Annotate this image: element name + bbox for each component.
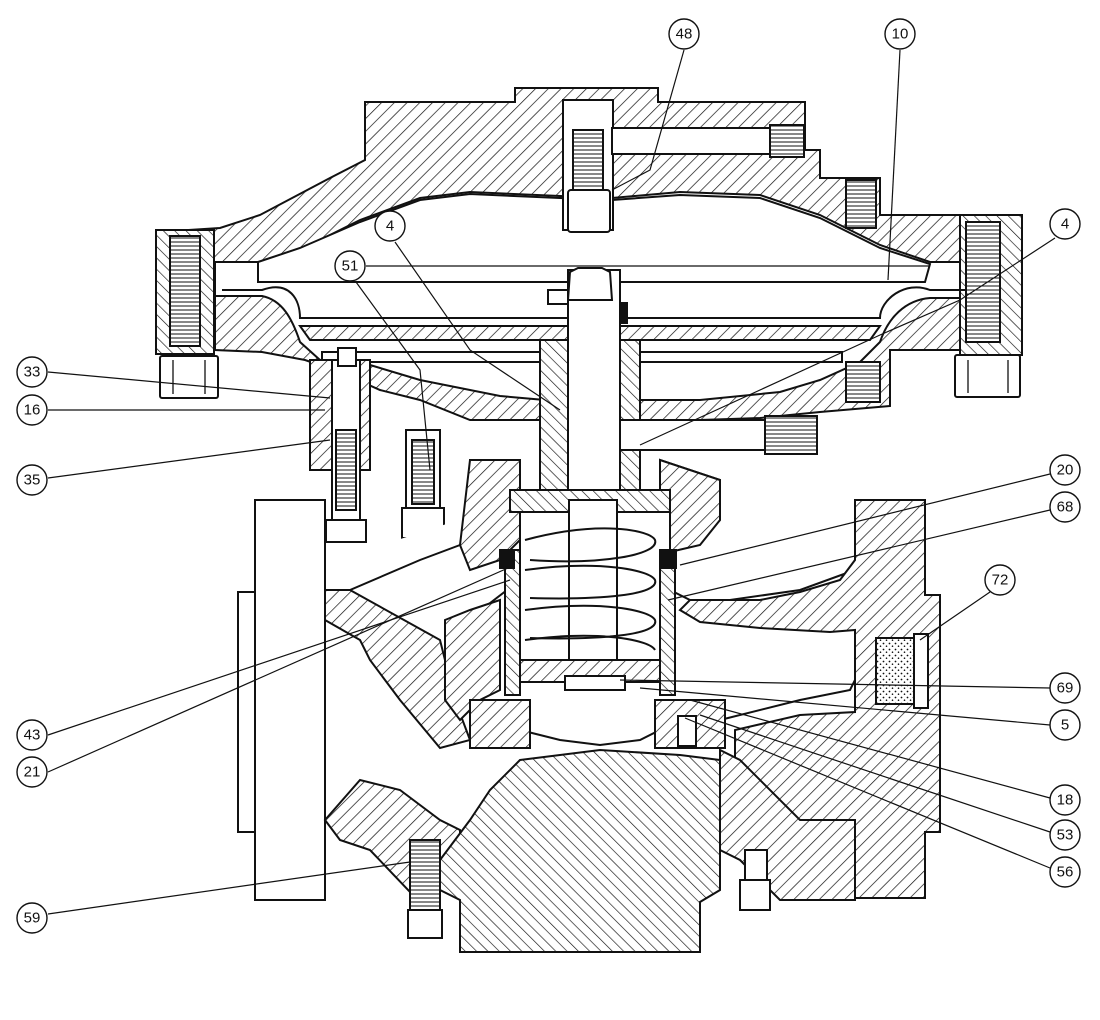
leader-line	[667, 509, 1051, 601]
callout-5: 5	[639, 687, 1081, 741]
callout-bubble	[1049, 819, 1081, 851]
bottom-cap	[407, 748, 771, 953]
callout-number: 4	[1061, 216, 1069, 233]
leader-line	[47, 567, 509, 773]
callout-4: 4	[374, 210, 561, 411]
callout-20: 20	[679, 454, 1081, 566]
callout-68: 68	[667, 491, 1081, 601]
callout-number: 59	[24, 910, 41, 927]
callout-number: 53	[1057, 827, 1074, 844]
upper-cover	[155, 87, 1023, 399]
callout-number: 33	[24, 364, 41, 381]
callout-number: 5	[1061, 717, 1069, 734]
leader-line	[684, 717, 1051, 869]
leader-line	[887, 49, 901, 281]
callout-number: 18	[1057, 792, 1074, 809]
callout-number: 16	[24, 402, 41, 419]
callout-21: 21	[16, 567, 509, 788]
callout-35: 35	[16, 439, 331, 496]
callout-72: 72	[919, 564, 1016, 641]
leader-line	[689, 699, 1051, 799]
leader-line	[699, 714, 1051, 833]
callout-bubble	[884, 18, 916, 50]
leader-line	[355, 281, 431, 471]
callout-bubble	[16, 356, 48, 388]
callout-number: 21	[24, 764, 41, 781]
leader-line	[47, 371, 331, 399]
callout-33: 33	[16, 356, 331, 399]
callout-number: 10	[892, 26, 909, 43]
leader-line	[619, 679, 1051, 689]
lower-diaphragm-case	[214, 267, 961, 501]
callout-10: 10	[884, 18, 916, 281]
callout-bubble	[334, 250, 366, 282]
leader-line	[639, 687, 1051, 726]
callout-number: 51	[342, 258, 359, 275]
callout-59: 59	[16, 861, 411, 934]
callout-bubble	[668, 18, 700, 50]
callout-number: 56	[1057, 864, 1074, 881]
leader-line	[679, 473, 1051, 566]
callout-bubble	[374, 210, 406, 242]
spring-assembly	[469, 489, 929, 749]
leader-line	[47, 861, 411, 915]
callout-bubble	[16, 719, 48, 751]
callout-bubble	[984, 564, 1016, 596]
callout-number: 20	[1057, 462, 1074, 479]
callout-number: 43	[24, 727, 41, 744]
leader-line	[47, 579, 511, 736]
callout-bubble	[1049, 709, 1081, 741]
callout-bubble	[1049, 491, 1081, 523]
leader-line	[394, 241, 561, 411]
callout-bubble	[16, 394, 48, 426]
callout-18: 18	[689, 699, 1081, 816]
pilot-fitting	[309, 347, 445, 543]
callout-53: 53	[699, 714, 1081, 851]
leader-line	[611, 49, 685, 191]
callout-number: 35	[24, 472, 41, 489]
callout-number: 69	[1057, 680, 1074, 697]
leader-line	[639, 237, 1056, 446]
callout-51: 51	[334, 250, 930, 471]
callout-number: 68	[1057, 499, 1074, 516]
callout-bubble	[1049, 454, 1081, 486]
callout-48: 48	[611, 18, 700, 191]
callout-bubble	[16, 902, 48, 934]
callout-43: 43	[16, 579, 511, 751]
leader-line	[919, 591, 991, 641]
callout-bubble	[1049, 856, 1081, 888]
callout-bubble	[1049, 672, 1081, 704]
callout-bubble	[16, 756, 48, 788]
leader-line	[47, 439, 331, 479]
callout-number: 48	[676, 26, 693, 43]
callout-bubble	[1049, 784, 1081, 816]
callout-layer: 48 10 4 4 51 33 16 35 20 68 72 69 5 43 21 18 53 56 59	[16, 18, 1081, 934]
callout-56: 56	[684, 717, 1081, 888]
callout-number: 4	[386, 218, 394, 235]
callout-bubble	[1049, 208, 1081, 240]
callout-69: 69	[619, 672, 1081, 704]
callout-16: 16	[16, 394, 325, 426]
callout-bubble	[16, 464, 48, 496]
callout-4: 4	[639, 208, 1081, 446]
callout-number: 72	[992, 572, 1009, 589]
